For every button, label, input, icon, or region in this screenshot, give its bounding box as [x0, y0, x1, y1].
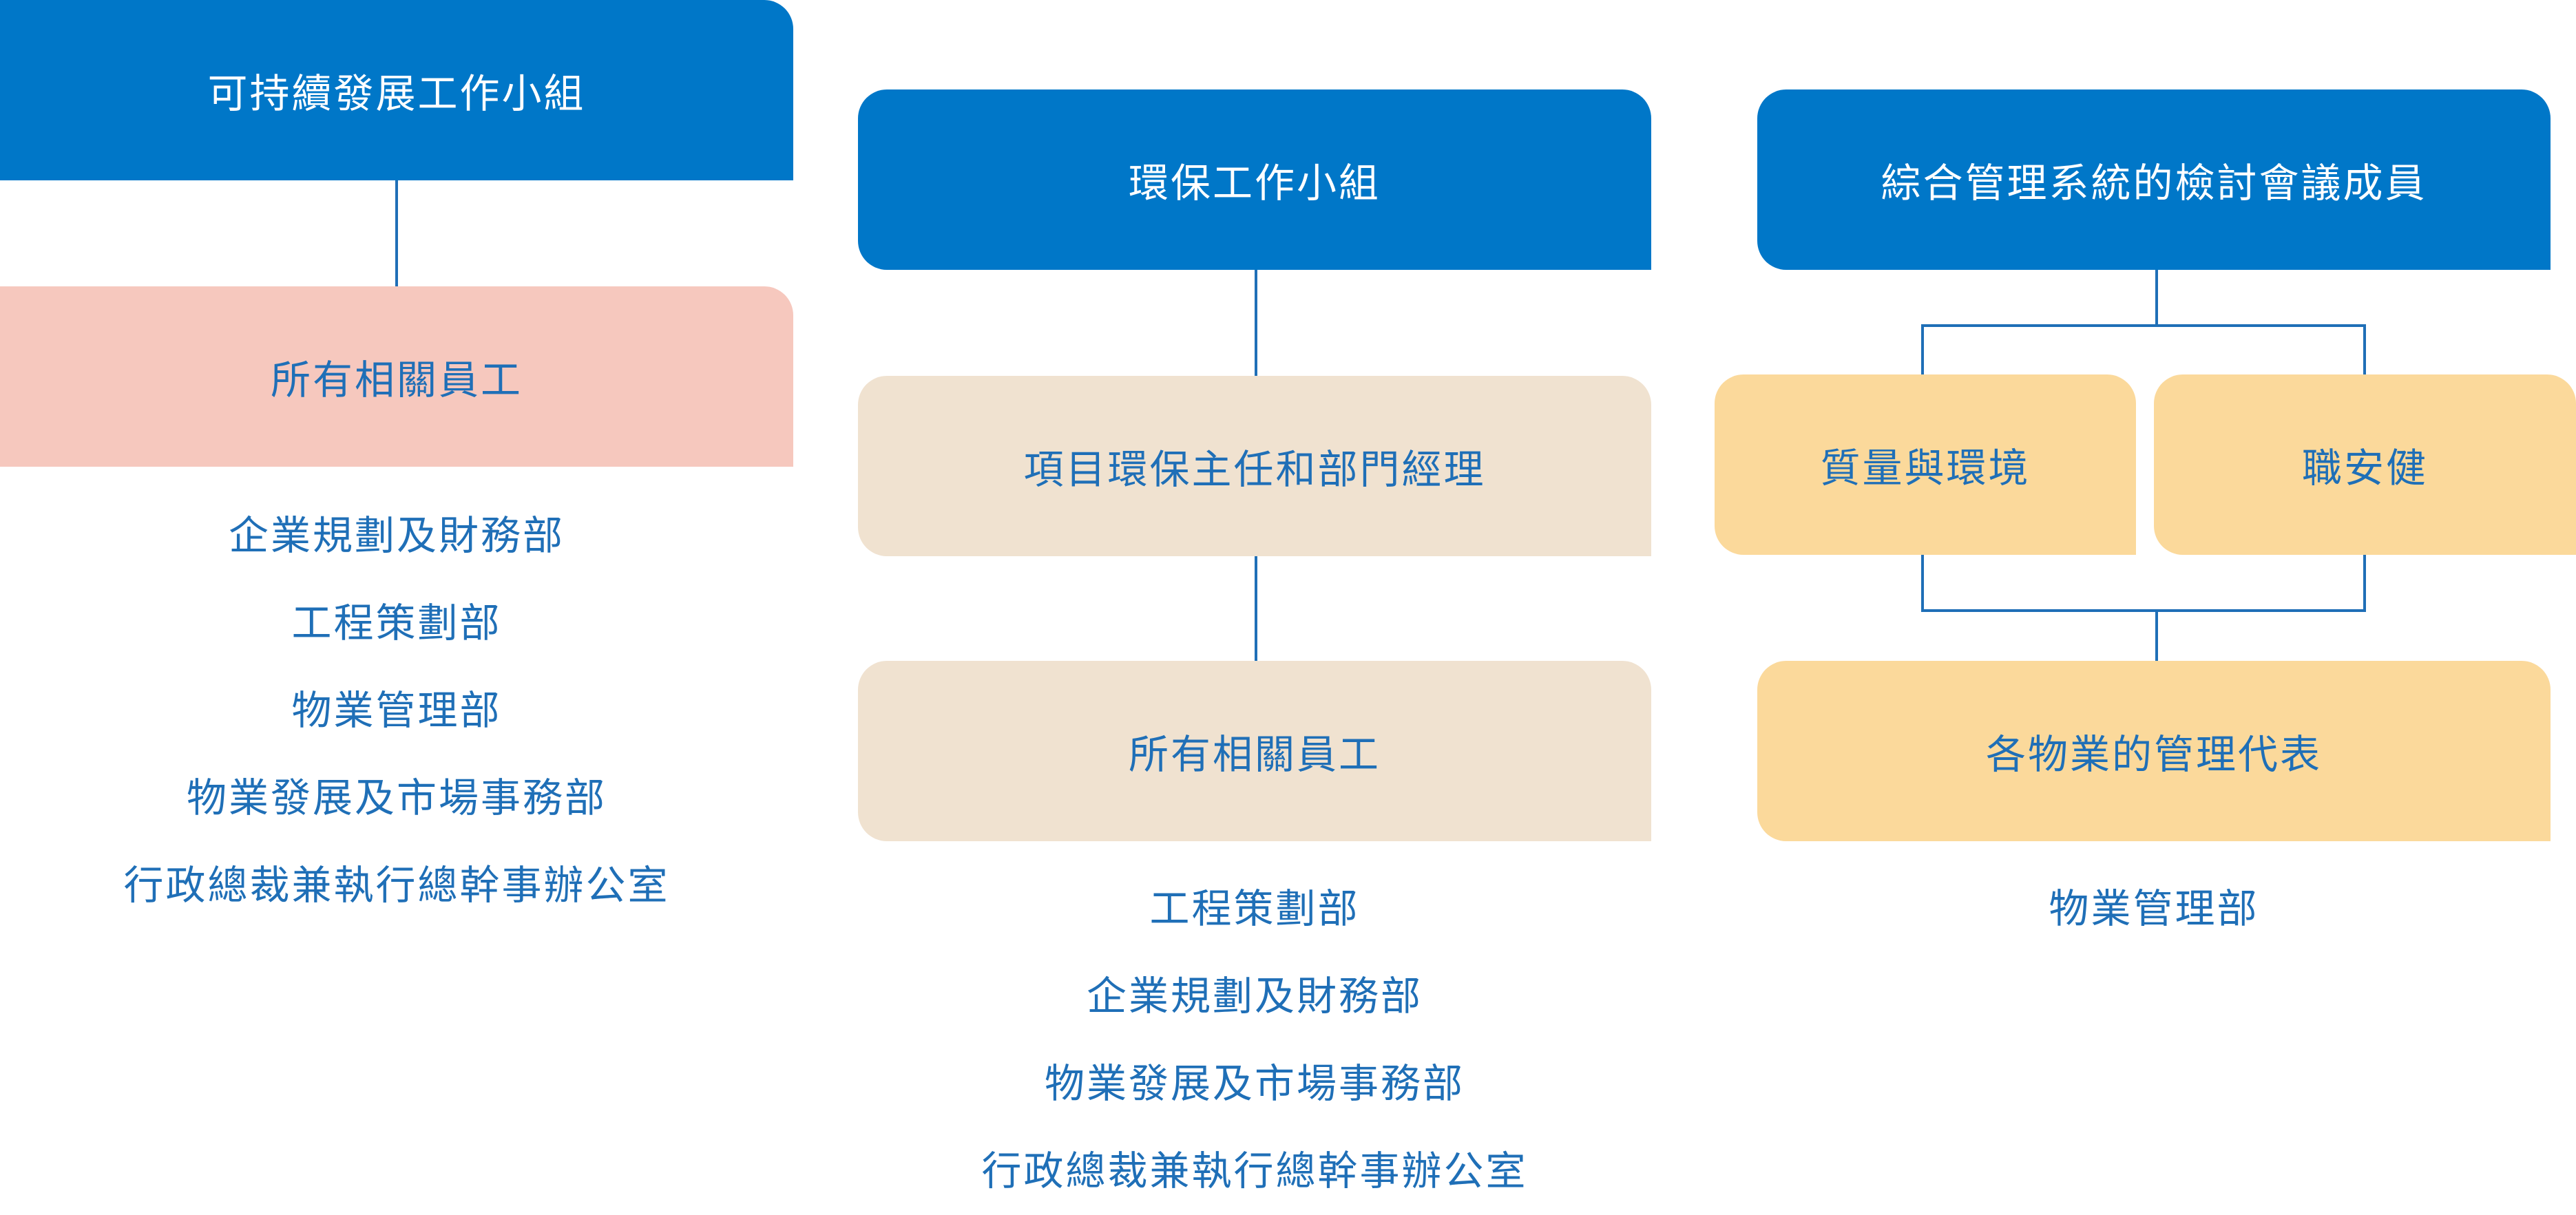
department-item: 企業規劃及財務部 [1086, 973, 1423, 1019]
occupational-safety-box: 職安健 [2154, 374, 2576, 555]
occupational-safety-label: 職安健 [2301, 445, 2428, 492]
department-item: 物業發展及市場事務部 [186, 774, 607, 821]
connector-line [2155, 609, 2158, 661]
connector-line [1921, 555, 1924, 611]
connector-line [1921, 324, 2366, 327]
connector-line [1255, 270, 1257, 376]
property-management-reps-box: 各物業的管理代表 [1757, 661, 2551, 841]
all-staff-label-col1: 所有相關員工 [270, 357, 523, 403]
all-staff-box-col2: 所有相關員工 [858, 661, 1651, 841]
environmental-working-group-title: 環保工作小組 [1128, 160, 1381, 207]
department-item: 物業管理部 [291, 687, 502, 734]
connector-line [2363, 324, 2366, 374]
environmental-working-group-box: 環保工作小組 [858, 89, 1651, 270]
sustainability-working-group-title: 可持續發展工作小組 [207, 70, 586, 117]
managers-box: 項目環保主任和部門經理 [858, 376, 1651, 556]
department-item: 物業發展及市場事務部 [1044, 1060, 1465, 1107]
connector-line [395, 180, 398, 286]
ims-review-members-box: 綜合管理系統的檢討會議成員 [1757, 89, 2551, 270]
connector-line [2155, 270, 2158, 326]
connector-line [2363, 555, 2366, 611]
sustainability-working-group-box: 可持續發展工作小組 [0, 0, 793, 180]
managers-label: 項目環保主任和部門經理 [1023, 446, 1486, 493]
all-staff-label-col2: 所有相關員工 [1128, 731, 1381, 778]
connector-line [1921, 324, 1924, 374]
connector-line [1255, 556, 1257, 661]
all-staff-box-col1: 所有相關員工 [0, 286, 793, 467]
department-list-col2: 工程策劃部 企業規劃及財務部 物業發展及市場事務部 行政總裁兼執行總幹事辦公室 [858, 865, 1651, 1215]
department-item: 物業管理部 [2049, 885, 2259, 932]
department-item: 企業規劃及財務部 [228, 512, 565, 559]
department-item: 行政總裁兼執行總幹事辦公室 [123, 862, 670, 909]
department-list-col3: 物業管理部 [1757, 865, 2551, 953]
property-management-reps-label: 各物業的管理代表 [1985, 731, 2322, 778]
department-list-col1: 企業規劃及財務部 工程策劃部 物業管理部 物業發展及市場事務部 行政總裁兼執行總… [0, 492, 793, 929]
department-item: 工程策劃部 [291, 600, 502, 646]
quality-environment-label: 質量與環境 [1820, 445, 2031, 492]
department-item: 工程策劃部 [1149, 885, 1360, 932]
connector-line [1921, 609, 2366, 612]
ims-review-members-title: 綜合管理系統的檢討會議成員 [1881, 160, 2427, 207]
quality-environment-box: 質量與環境 [1715, 374, 2136, 555]
department-item: 行政總裁兼執行總幹事辦公室 [981, 1148, 1528, 1194]
